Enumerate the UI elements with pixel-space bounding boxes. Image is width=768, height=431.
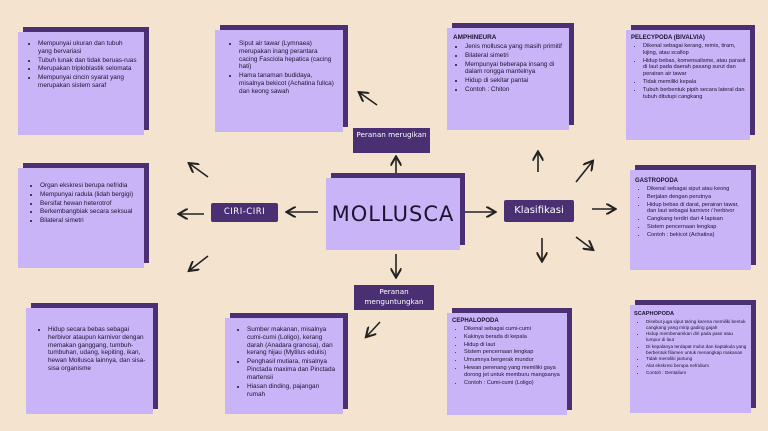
scaphopoda-card: SCAPHOPODA Disebut juga siput taring kar… <box>630 305 751 413</box>
cephalopoda-title: CEPHALOPODA <box>452 318 499 324</box>
arrow-merugikan-up <box>360 93 378 106</box>
arrow-to-pelecypoda <box>575 162 592 183</box>
label-peranan-merugikan: Peranan merugikan <box>353 128 430 153</box>
ciri-card-1: Mempunyai ukuran dan tubuh yang bervaria… <box>18 32 144 135</box>
arrow-to-scaphopoda <box>575 236 592 249</box>
cephalopoda-card: CEPHALOPODA Dikenal sebagai cumi-cumi Ka… <box>447 313 567 415</box>
ciri-list-1: Mempunyai ukuran dan tubuh yang bervaria… <box>26 40 138 90</box>
center-node: MOLLUSCA <box>326 178 460 250</box>
gastropoda-list: Dikenal sebagai siput atau keong Berjala… <box>635 186 747 239</box>
gastropoda-card: GASTROPODA Dikenal sebagai siput atau ke… <box>630 170 751 270</box>
label-klasifikasi: Klasifikasi <box>504 200 574 222</box>
ciri-card-2: Organ ekskresi berupa nefridia Mempunyai… <box>18 168 144 268</box>
pelecypoda-card: PELECYPODA (BIVALVIA) Dikenal sebagai ke… <box>626 30 750 140</box>
ciri-card-3: Hidup secara bebas sebagai herbivor atau… <box>26 308 153 414</box>
ciri-list-3: Hidup secara bebas sebagai herbivor atau… <box>36 326 147 373</box>
label-peranan-menguntungkan: Peranan menguntungkan <box>354 285 434 310</box>
amphineura-list: Jenis mollusca yang masih primitif Bilat… <box>453 43 564 94</box>
menguntungkan-list: Sumber makanan, misalnya cumi-cumi (Loli… <box>235 326 337 398</box>
amphineura-title: AMPHINEURA <box>453 34 497 41</box>
pelecypoda-list: Dikenal sebagai kerang, remis, tiram, ki… <box>631 43 746 101</box>
scaphopoda-title: SCAPHOPODA <box>634 311 675 317</box>
gastropoda-title: GASTROPODA <box>635 178 679 184</box>
pelecypoda-title: PELECYPODA (BIVALVIA) <box>631 35 705 41</box>
cephalopoda-list: Dikenal sebagai cumi-cumi Kakinya berada… <box>452 326 563 387</box>
label-ciri-ciri: CIRI-CIRI <box>211 203 278 222</box>
ciri-list-2: Organ ekskresi berupa nefridia Mempunyai… <box>28 182 138 225</box>
arrow-to-card5 <box>367 321 381 336</box>
menguntungkan-card: Sumber makanan, misalnya cumi-cumi (Loli… <box>225 318 343 414</box>
merugikan-list: Siput air tawar (Lymnaea) merupakan inan… <box>227 40 337 96</box>
center-title: MOLLUSCA <box>331 202 455 226</box>
merugikan-card: Siput air tawar (Lymnaea) merupakan inan… <box>215 30 343 132</box>
arrow-to-card3 <box>190 255 209 270</box>
scaphopoda-list: Disebut juga siput taring karena memilik… <box>634 319 748 376</box>
arrow-to-card1 <box>190 164 209 178</box>
amphineura-card: AMPHINEURA Jenis mollusca yang masih pri… <box>447 28 569 130</box>
